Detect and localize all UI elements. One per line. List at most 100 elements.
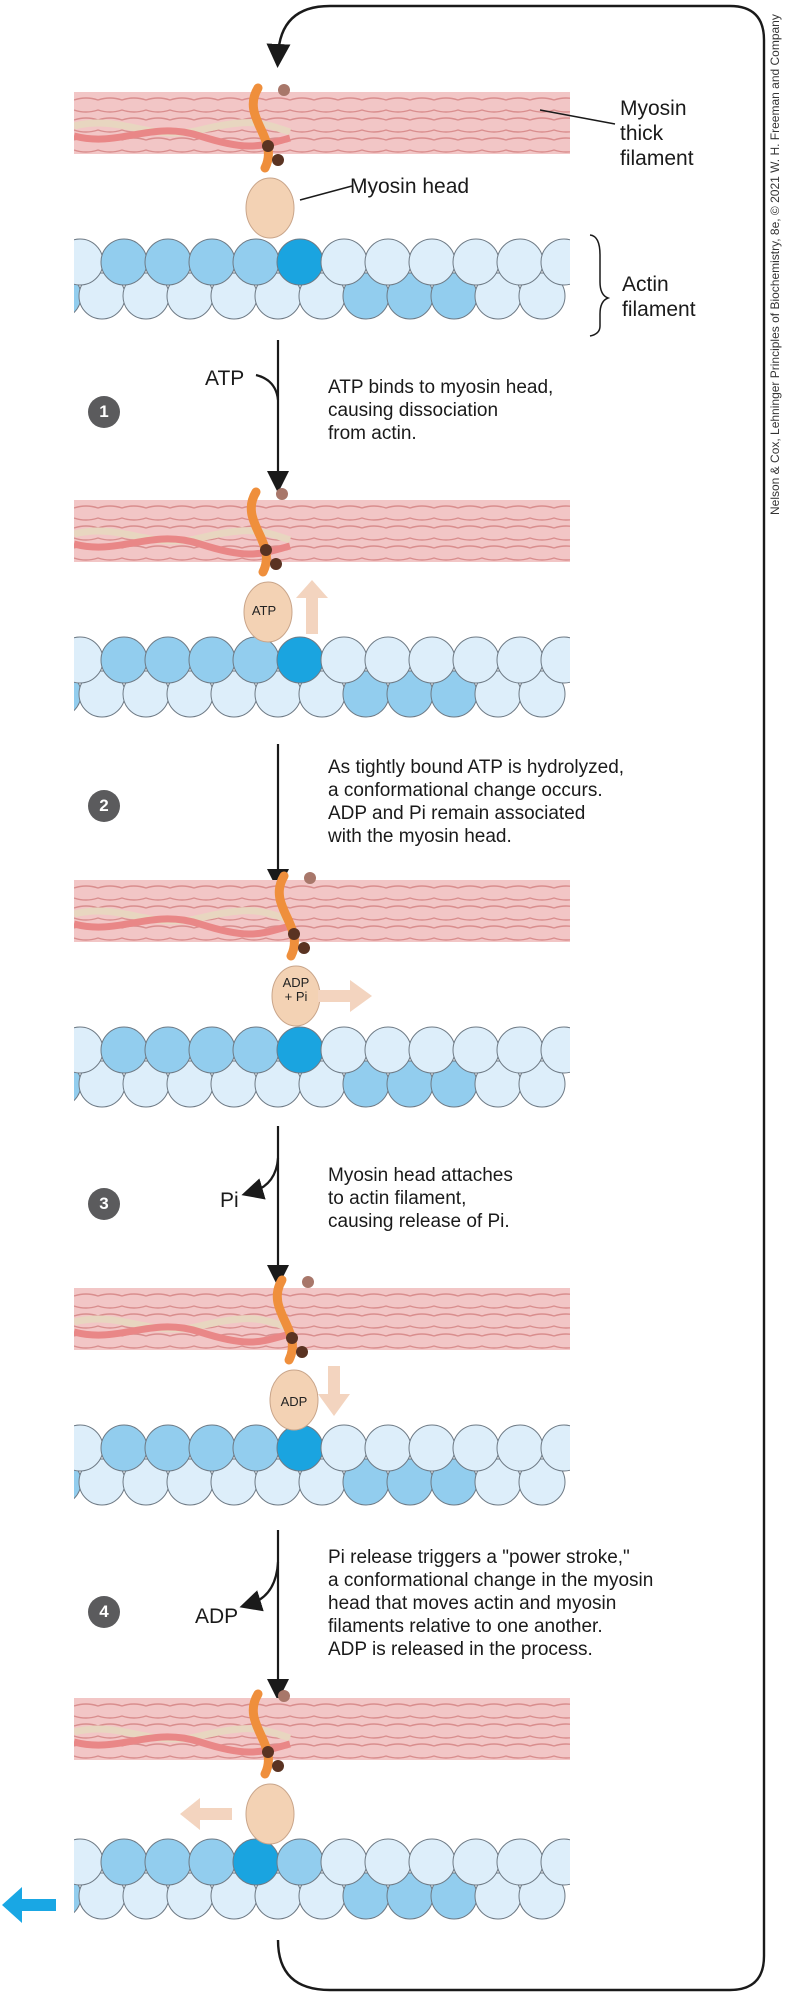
- actin-subunit: [188, 636, 236, 684]
- myosin-thick-filament: [74, 1698, 570, 1760]
- actin-subunit: [452, 636, 500, 684]
- atp-entry-curve: [255, 373, 280, 401]
- actin-subunit: [144, 1424, 192, 1472]
- actin-filament: [74, 1026, 570, 1108]
- myosin-strand: [74, 1743, 570, 1747]
- myosin-strand: [74, 1703, 570, 1707]
- myosin-strand: [74, 137, 570, 141]
- actin-subunit: [540, 1026, 570, 1074]
- actin-subunit: [188, 1026, 236, 1074]
- actin-subunit: [320, 1424, 368, 1472]
- actin-binding-subunit: [276, 1424, 324, 1472]
- motion-arrow-up: [296, 580, 328, 634]
- actin-subunit: [232, 1026, 280, 1074]
- actin-subunit: [188, 1424, 236, 1472]
- actin-subunit: [408, 636, 456, 684]
- myosin-band: [74, 92, 570, 154]
- myosin-tail: [74, 1725, 292, 1743]
- myosin-strand: [74, 1345, 570, 1349]
- step-1-atp-label: ATP: [205, 367, 245, 390]
- actin-subunit: [408, 1026, 456, 1074]
- actin-filament: [74, 238, 570, 320]
- myosin-strand: [74, 557, 570, 561]
- actin-binding-subunit: [276, 1026, 324, 1074]
- step-3-badge: 3: [88, 1188, 120, 1220]
- myosin-strand: [74, 1313, 570, 1317]
- light-chain: [286, 1332, 298, 1344]
- myosin-neck: [248, 1689, 273, 1779]
- myosin-strand: [74, 1723, 570, 1727]
- actin-subunit: [518, 1458, 566, 1506]
- step-2-badge: 2: [88, 790, 120, 822]
- myosin-filament-leader: [539, 109, 616, 125]
- myosin-strand: [74, 1305, 570, 1309]
- actin-subunit: [74, 238, 104, 286]
- light-chain: [272, 154, 284, 166]
- myosin-tail: [74, 527, 292, 545]
- light-chain: [262, 1746, 274, 1758]
- myosin-strand: [74, 525, 570, 529]
- myosin-thick-filament: [74, 880, 570, 942]
- myosin-band: [74, 1288, 570, 1350]
- actin-subunit: [320, 1838, 368, 1886]
- actin-subunit: [74, 1838, 104, 1886]
- actin-subunit: [496, 636, 544, 684]
- step-4-badge: 4: [88, 1596, 120, 1628]
- actin-subunit: [100, 636, 148, 684]
- step-4-adp-label: ADP: [195, 1605, 239, 1628]
- actin-subunit: [74, 636, 104, 684]
- actin-subunit: [74, 1026, 104, 1074]
- myosin-tail: [74, 1323, 291, 1346]
- light-chain: [304, 872, 316, 884]
- actin-subunit: [540, 636, 570, 684]
- actin-subunit: [144, 1026, 192, 1074]
- myosin-strand: [74, 97, 570, 101]
- myosin-band: [74, 880, 570, 942]
- actin-filament: [74, 1838, 570, 1920]
- myosin-head-shape: [245, 1783, 295, 1845]
- actin-subunit: [518, 1872, 566, 1920]
- pi-release-curve: [241, 1157, 280, 1200]
- step-3-caption: Myosin head attaches to actin filament, …: [328, 1165, 513, 1232]
- actin-subunit: [452, 1026, 500, 1074]
- step-1-badge: 1: [88, 396, 120, 428]
- actin-subunit: [540, 1424, 570, 1472]
- myosin-tail: [74, 1315, 292, 1333]
- myosin-neck: [272, 1275, 297, 1365]
- myosin-strand: [74, 1715, 570, 1719]
- myosin-strand: [74, 1755, 570, 1759]
- myosin-strand: [74, 1333, 570, 1337]
- actin-subunit: [74, 1424, 104, 1472]
- myosin-strand: [74, 545, 570, 549]
- myosin-head-shape: [243, 581, 293, 643]
- actin-subunit: [496, 1026, 544, 1074]
- myosin-strand: [74, 905, 570, 909]
- actin-subunit: [100, 1838, 148, 1886]
- actin-filament-label: Actin filament: [622, 273, 696, 321]
- actin-subunit: [496, 1424, 544, 1472]
- actin-subunit: [452, 1424, 500, 1472]
- actin-subunit: [408, 238, 456, 286]
- actin-subunit: [320, 636, 368, 684]
- myosin-strand: [74, 897, 570, 901]
- light-chain: [288, 928, 300, 940]
- actin-binding-subunit: [232, 1838, 280, 1886]
- actin-binding-subunit: [276, 238, 324, 286]
- cycle-return-arrow: [266, 4, 766, 1992]
- actin-subunit: [232, 1424, 280, 1472]
- myosin-head-panel-2: [243, 487, 293, 643]
- actin-subunit: [144, 238, 192, 286]
- myosin-strand: [74, 517, 570, 521]
- light-chain: [272, 1760, 284, 1772]
- actin-subunit: [144, 636, 192, 684]
- actin-subunit: [276, 1838, 324, 1886]
- actin-subunit: [364, 238, 412, 286]
- actin-subunit: [496, 238, 544, 286]
- panel-3-head-adp-pi-label: ADP + Pi: [282, 975, 310, 1004]
- actin-subunit: [320, 1026, 368, 1074]
- myosin-head-label: Myosin head: [350, 175, 470, 198]
- myosin-head-panel-1: [245, 83, 295, 239]
- actin-subunit: [540, 1838, 570, 1886]
- myosin-strand: [74, 885, 570, 889]
